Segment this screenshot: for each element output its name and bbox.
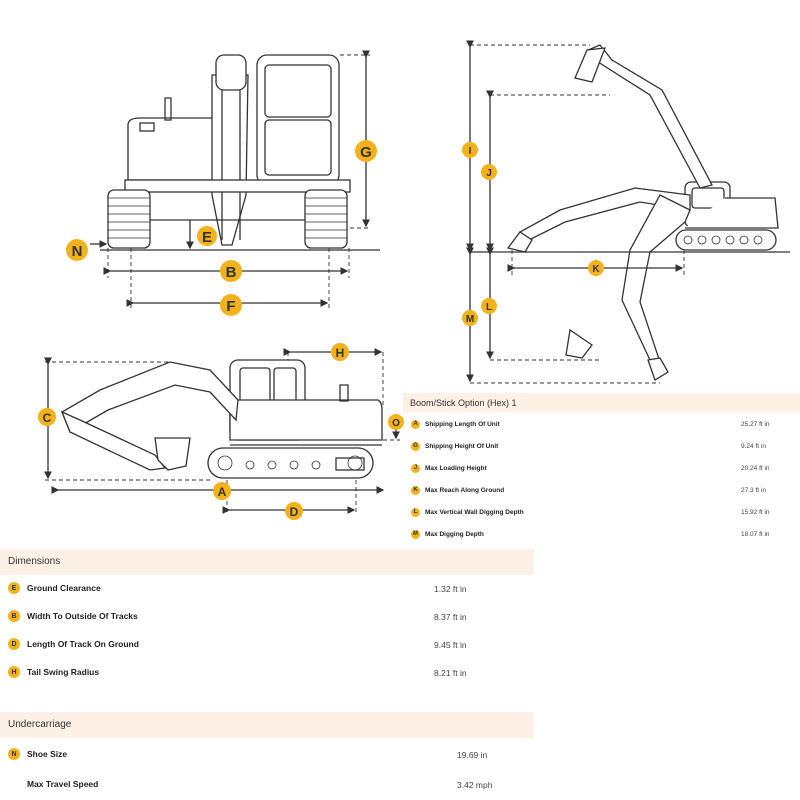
row-value: 3.42 mph [457, 780, 493, 790]
row-value: 20.24 ft in [741, 465, 770, 472]
badge-n: N [8, 748, 20, 760]
svg-text:L: L [486, 302, 492, 313]
row-label: Max Loading Height [425, 464, 487, 472]
svg-text:B: B [226, 264, 237, 281]
row-label: Max Travel Speed [27, 779, 99, 789]
svg-text:N: N [72, 243, 83, 260]
svg-text:C: C [43, 411, 52, 425]
row-label: Shoe Size [27, 749, 68, 759]
dimensions-row: E Ground Clearance [8, 580, 101, 596]
callout-e: E [197, 226, 217, 246]
dimensions-row: D Length Of Track On Ground [8, 636, 139, 652]
row-value: 9.24 ft in [741, 443, 766, 450]
row-label: Ground Clearance [27, 583, 101, 593]
boom-stick-row: G Shipping Height Of Unit [411, 440, 498, 452]
row-value: 9.45 ft in [434, 640, 467, 650]
callout-o: O [388, 414, 404, 430]
boom-stick-row: A Shipping Length Of Unit [411, 418, 500, 430]
callout-n: N [66, 239, 88, 261]
row-value: 19.69 in [457, 750, 488, 760]
svg-text:F: F [226, 298, 235, 315]
callout-j: J [481, 164, 497, 180]
working-range-drawing [466, 40, 790, 384]
dimensions-row: B Width To Outside Of Tracks [8, 608, 138, 624]
boom-stick-header: Boom/Stick Option (Hex) 1 [403, 393, 800, 413]
front-view-drawing [90, 50, 380, 310]
dimensions-row: H Tail Swing Radius [8, 664, 99, 680]
callout-k: K [588, 260, 604, 276]
row-value: 25.27 ft in [741, 421, 770, 428]
callout-c: C [38, 408, 56, 426]
row-value: 8.37 ft in [434, 612, 467, 622]
boom-stick-row: M Max Digging Depth [411, 528, 484, 540]
badge-h: H [8, 666, 20, 678]
svg-text:A: A [218, 485, 227, 499]
callout-d: D [285, 502, 303, 520]
row-label: Max Digging Depth [425, 530, 484, 538]
svg-text:E: E [202, 229, 212, 246]
row-value: 18.07 ft in [741, 531, 770, 538]
dimensions-header: Dimensions [0, 549, 534, 575]
svg-text:M: M [466, 314, 474, 325]
badge-k: K [411, 485, 420, 495]
badge-d: D [8, 638, 20, 650]
badge-j: J [411, 463, 420, 473]
boom-stick-row: L Max Vertical Wall Digging Depth [411, 506, 524, 518]
svg-text:I: I [469, 146, 472, 157]
row-value: 27.3 ft in [741, 487, 766, 494]
callout-l: L [481, 298, 497, 314]
svg-text:D: D [290, 505, 299, 519]
svg-text:J: J [486, 168, 492, 179]
row-value: 15.92 ft in [741, 509, 770, 516]
row-label: Length Of Track On Ground [27, 639, 139, 649]
badge-a: A [411, 419, 420, 429]
badge-g: G [411, 441, 420, 451]
callout-b: B [220, 260, 242, 282]
callout-m: M [462, 310, 478, 326]
row-value: 8.21 ft in [434, 668, 467, 678]
svg-text:K: K [592, 264, 600, 275]
callout-badges: N E B F G I J K L M H C O A D [38, 140, 604, 520]
callout-g: G [355, 140, 377, 162]
badge-l: L [411, 507, 420, 517]
row-value: 1.32 ft in [434, 584, 467, 594]
callout-h: H [331, 343, 349, 361]
side-view-drawing [44, 348, 400, 515]
boom-stick-row: K Max Reach Along Ground [411, 484, 504, 496]
svg-text:H: H [336, 346, 345, 360]
svg-text:G: G [360, 144, 372, 161]
undercarriage-row: Max Travel Speed [27, 776, 98, 792]
row-label: Max Vertical Wall Digging Depth [425, 508, 524, 516]
badge-e: E [8, 582, 20, 594]
callout-i: I [462, 142, 478, 158]
row-label: Tail Swing Radius [27, 667, 100, 677]
row-label: Width To Outside Of Tracks [27, 611, 138, 621]
callout-f: F [220, 294, 242, 316]
badge-b: B [8, 610, 20, 622]
boom-stick-row: J Max Loading Height [411, 462, 487, 474]
svg-text:O: O [392, 418, 400, 429]
undercarriage-header: Undercarriage [0, 712, 534, 738]
badge-m: M [411, 529, 420, 539]
row-label: Max Reach Along Ground [425, 486, 505, 494]
callout-a: A [213, 482, 231, 500]
undercarriage-row: N Shoe Size [8, 746, 67, 762]
row-label: Shipping Length Of Unit [425, 420, 500, 428]
row-label: Shipping Height Of Unit [425, 442, 499, 450]
